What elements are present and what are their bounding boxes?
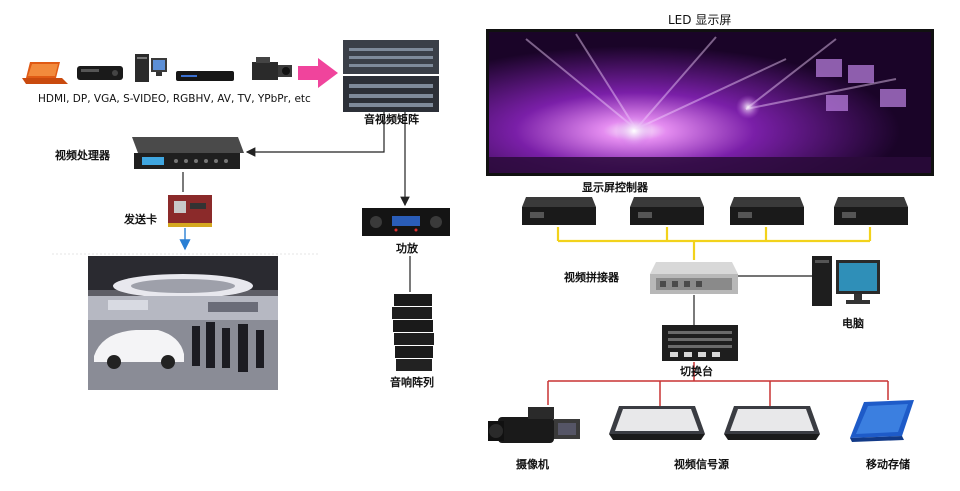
computer-device	[812, 256, 880, 306]
switcher-label: 切换台	[680, 365, 713, 378]
switcher-device	[662, 325, 738, 361]
screen-controller-1	[522, 197, 596, 225]
video-source-label: 视频信号源	[674, 458, 729, 471]
pink-arrow	[298, 58, 338, 88]
pc-tower-icon	[135, 54, 167, 82]
sources-label: HDMI, DP, VGA, S-VIDEO, RGBHV, AV, TV, Y…	[38, 93, 311, 105]
led-screen-label: LED 显示屏	[668, 13, 732, 27]
camera-label: 摄像机	[516, 458, 549, 471]
sending-card-device	[168, 195, 212, 227]
laptop-source-1	[609, 406, 705, 440]
yellow-cables	[556, 227, 872, 260]
screen-controller-2	[630, 197, 704, 225]
line-matrix-to-processor	[245, 112, 385, 157]
led-screen	[486, 29, 934, 176]
screen-controller-3	[730, 197, 804, 225]
laptop-source-2	[724, 406, 820, 440]
video-camera-icon	[252, 57, 292, 80]
computer-label: 电脑	[842, 317, 864, 330]
amplifier-label: 功放	[396, 242, 418, 255]
mobile-storage-label: 移动存储	[866, 458, 910, 471]
sending-card-label: 发送卡	[124, 213, 157, 226]
exhibition-photo	[88, 256, 278, 390]
speaker-array-device	[392, 294, 434, 371]
video-splicer-label: 视频拼接器	[564, 271, 619, 284]
av-matrix-device	[343, 40, 439, 112]
mobile-storage-device	[850, 400, 914, 442]
matrix-label: 音视频矩阵	[364, 113, 419, 126]
video-processor-label: 视频处理器	[55, 149, 110, 162]
speaker-array-label: 音响阵列	[390, 376, 434, 389]
laptop-icon	[22, 62, 68, 84]
amplifier-device	[362, 208, 450, 236]
camcorder-device	[488, 407, 580, 443]
screen-controller-4	[834, 197, 908, 225]
media-player-icon	[176, 71, 234, 81]
red-lines	[547, 362, 889, 406]
dvd-player-icon	[77, 66, 123, 80]
screen-controller-label: 显示屏控制器	[582, 181, 648, 194]
video-processor-device	[132, 137, 244, 169]
video-splicer-device	[650, 262, 738, 294]
